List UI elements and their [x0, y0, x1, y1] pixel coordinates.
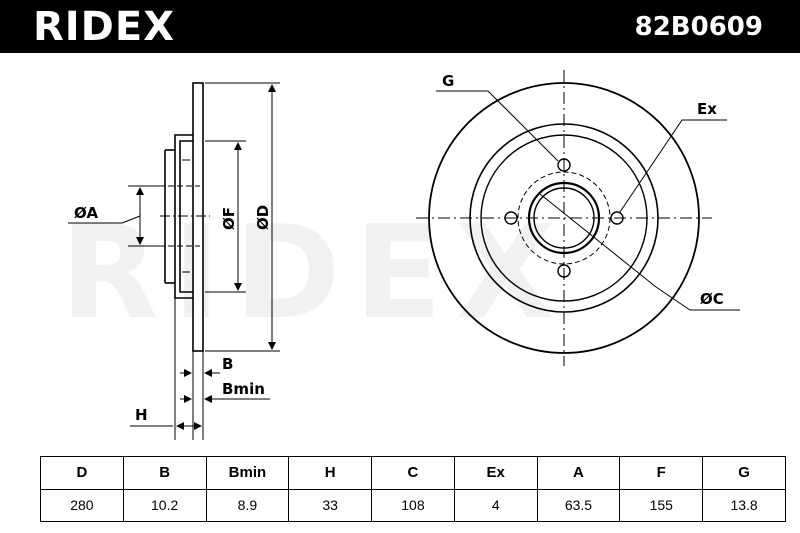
spec-value: 33: [288, 488, 373, 522]
specs-table: D B Bmin H C Ex A F G 280 10.2 8.9 33 10…: [40, 456, 786, 522]
spec-value: 10.2: [122, 488, 207, 522]
label-dia-a: ØA: [74, 204, 98, 222]
spec-header: B: [122, 456, 207, 490]
brand-logo: RIDEX: [33, 4, 176, 50]
spec-value: 108: [371, 488, 455, 522]
spec-value: 13.8: [702, 488, 786, 522]
label-g: G: [442, 72, 454, 90]
spec-value: 155: [619, 488, 704, 522]
spec-header: D: [40, 456, 124, 490]
label-height-h: H: [135, 406, 148, 424]
spec-header: C: [371, 456, 455, 490]
label-min-thickness: Bmin: [222, 380, 265, 398]
specs-header-row: D B Bmin H C Ex A F G: [40, 456, 786, 490]
label-dia-d: ØD: [254, 205, 272, 230]
spec-header: Bmin: [205, 456, 290, 490]
spec-value: 8.9: [205, 488, 290, 522]
spec-value: 63.5: [536, 488, 621, 522]
label-dia-f: ØF: [220, 207, 238, 230]
spec-value: 4: [453, 488, 538, 522]
specs-value-row: 280 10.2 8.9 33 108 4 63.5 155 13.8: [40, 488, 786, 522]
spec-header: Ex: [453, 456, 538, 490]
brake-disc-drawing: ØA ØF ØD B Bmin H G Ex ØC: [68, 70, 740, 440]
label-ex: Ex: [697, 100, 717, 118]
header-bar: RIDEX 82B0609: [0, 0, 800, 53]
spec-header: A: [536, 456, 621, 490]
spec-header: F: [619, 456, 704, 490]
part-number: 82B0609: [634, 12, 763, 42]
label-dia-c: ØC: [700, 290, 724, 308]
side-view: [164, 82, 204, 352]
spec-header: H: [288, 456, 373, 490]
spec-value: 280: [40, 488, 124, 522]
label-thickness-b: B: [222, 355, 233, 373]
spec-header: G: [702, 456, 786, 490]
